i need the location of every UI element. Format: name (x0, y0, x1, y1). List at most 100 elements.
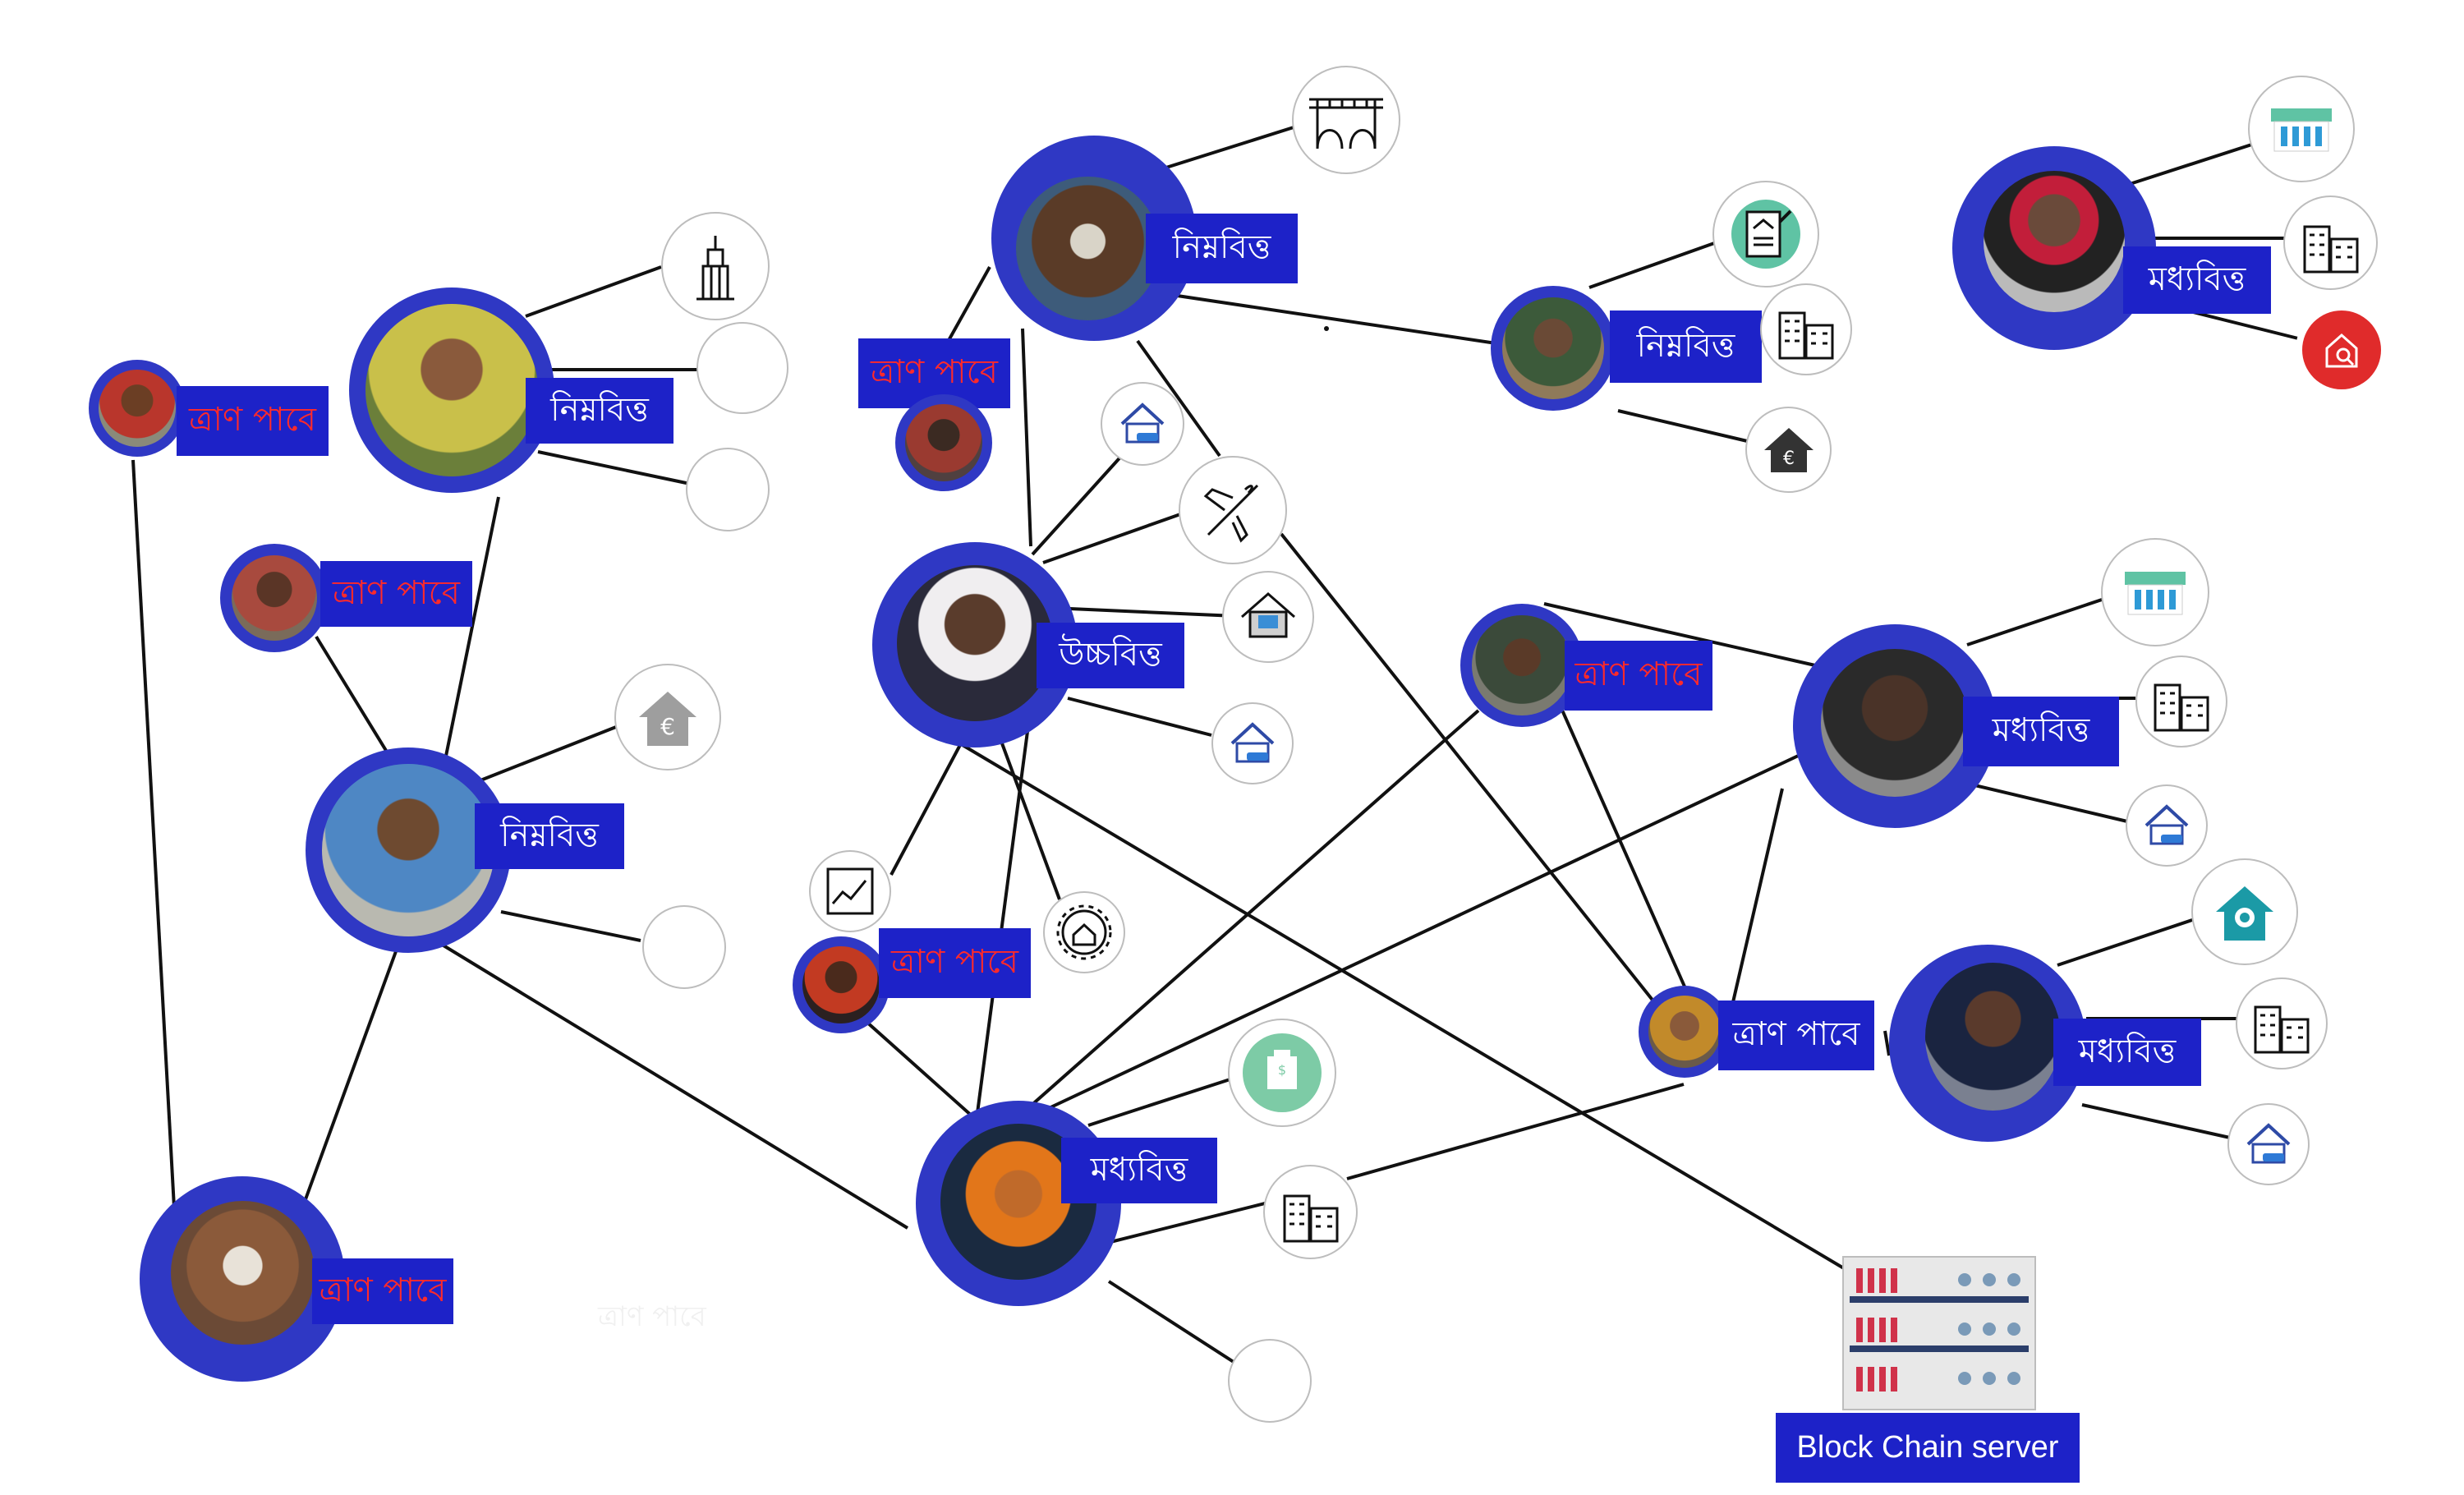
person-node-low[interactable] (349, 288, 554, 493)
edge (951, 738, 1854, 1275)
house-tools-icon (1222, 571, 1314, 663)
person-node-relief[interactable] (793, 936, 890, 1033)
person-photo (1016, 177, 1160, 320)
edge (1346, 1083, 1685, 1180)
person-node-relief[interactable] (1460, 604, 1584, 727)
person-photo (1472, 615, 1572, 715)
edge (1731, 788, 1784, 1003)
edge (434, 939, 909, 1230)
bank-icon (2101, 538, 2209, 646)
edge (1136, 339, 1221, 458)
class-label-middle: মধ্যবিত্ত (2053, 1019, 2201, 1086)
person-photo (1502, 297, 1604, 399)
class-label-low: নিম্নবিত্ত (475, 803, 624, 869)
edge (1087, 1074, 1241, 1127)
edge (1046, 750, 1808, 1111)
relief-label: ত্রাণ পাবে (1718, 1000, 1874, 1070)
svg-text:€: € (1783, 448, 1795, 469)
house-euro-icon: € (614, 664, 721, 770)
person-node-low[interactable] (306, 748, 511, 953)
person-photo (1821, 649, 1969, 797)
edge (304, 944, 400, 1200)
relief-label: ত্রাণ পাবে (177, 386, 329, 456)
class-label-low: নিম্নবিত্ত (526, 378, 673, 444)
person-node-relief[interactable] (1639, 986, 1731, 1078)
class-label-middle: মধ্যবিত্ত (1061, 1138, 1217, 1203)
edge (1543, 602, 1816, 667)
edge (1617, 409, 1758, 445)
person-photo (171, 1201, 315, 1345)
edge (2126, 138, 2268, 186)
edge (1107, 1280, 1238, 1365)
person-node-relief[interactable] (895, 394, 992, 491)
apartment-icon (2135, 656, 2227, 748)
server-icon (1841, 1255, 2037, 1411)
person-photo (1925, 963, 2061, 1111)
apartment-icon (2236, 978, 2328, 1070)
empty-icon (686, 448, 770, 531)
person-photo (232, 555, 317, 641)
house-car-icon (1211, 702, 1294, 784)
bank-icon (2248, 76, 2355, 182)
edge (1021, 328, 1032, 547)
edge (1149, 290, 1508, 347)
edge (890, 743, 963, 876)
person-node-low[interactable] (1491, 286, 1616, 411)
edge (1050, 606, 1237, 618)
house-car-icon (2126, 784, 2208, 867)
edge (500, 910, 641, 942)
server-label: Block Chain server (1776, 1413, 2080, 1483)
svg-text:$: $ (1278, 1062, 1286, 1078)
building-icon (661, 212, 770, 320)
edge (1280, 532, 1669, 1020)
edge (480, 725, 617, 782)
edge (1100, 1198, 1282, 1246)
relief-label: ত্রাণ পাবে (320, 561, 472, 627)
edge (2081, 1103, 2231, 1139)
edge (1559, 706, 1689, 995)
person-photo (897, 565, 1053, 721)
class-label-middle: মধ্যবিত্ত (2123, 246, 2271, 314)
person-photo (322, 764, 494, 936)
house-tools-icon (1043, 891, 1125, 973)
person-node-upper[interactable] (872, 542, 1078, 748)
empty-icon (1228, 1339, 1312, 1423)
apartment-icon (1760, 283, 1852, 375)
empty-icon (642, 905, 726, 989)
svg-text:€: € (660, 713, 675, 740)
search-house-icon (2296, 304, 2388, 396)
person-photo (905, 404, 982, 481)
class-label-low: নিম্নবিত্ত (1146, 214, 1298, 283)
person-node-middle[interactable] (1952, 146, 2156, 350)
edge (1000, 743, 1061, 900)
house-euro-icon: € (1745, 407, 1832, 493)
class-label-middle: মধ্যবিত্ত (1963, 697, 2119, 766)
person-node-relief[interactable] (220, 544, 329, 652)
person-node-low[interactable] (991, 136, 1197, 341)
search-house-icon (2191, 858, 2298, 965)
empty-icon (696, 322, 788, 414)
person-photo (99, 370, 176, 447)
edge (857, 1013, 975, 1119)
person-node-relief[interactable] (140, 1176, 345, 1382)
relief-label: ত্রাণ পাবে (312, 1258, 453, 1324)
relief-label: ত্রাণ পাবে (879, 928, 1031, 998)
edge (1970, 783, 2128, 823)
edge (315, 635, 396, 766)
person-node-middle[interactable] (1793, 624, 1997, 828)
apartment-icon (2283, 196, 2378, 290)
apartment-icon (1263, 1165, 1358, 1259)
bridge-icon (1292, 66, 1400, 174)
edge (1966, 596, 2108, 646)
person-photo (1984, 171, 2125, 312)
document-house-icon (1712, 181, 1819, 288)
edge (442, 496, 500, 769)
edge (131, 459, 176, 1208)
person-node-middle[interactable] (916, 1101, 1121, 1306)
house-car-icon (2227, 1103, 2310, 1185)
person-node-relief[interactable] (89, 360, 186, 457)
person-photo (1648, 996, 1721, 1068)
class-label-upper: উচ্চবিত্ত (1037, 623, 1184, 688)
